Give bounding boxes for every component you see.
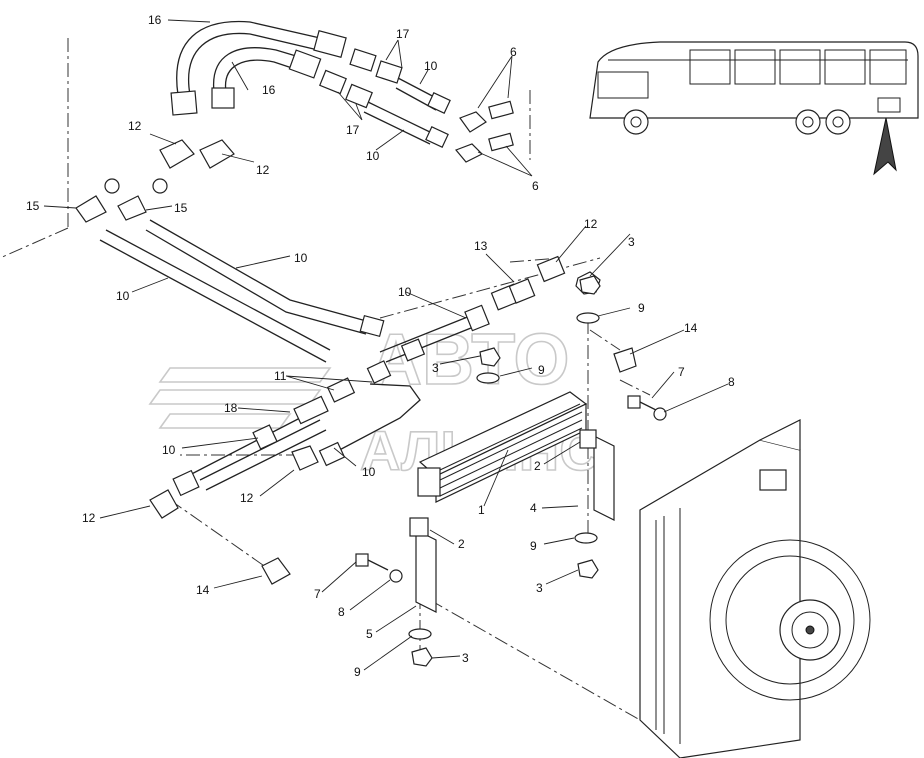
callout-3: 3 [462, 651, 469, 665]
hose-16-right [211, 47, 322, 109]
callout-10: 10 [162, 443, 176, 457]
callout-3: 3 [432, 361, 439, 375]
callout-10: 10 [366, 149, 380, 163]
callout-14: 14 [684, 321, 698, 335]
callout-10: 10 [116, 289, 130, 303]
location-arrow-icon [873, 117, 897, 176]
elbows-upper-left [75, 139, 235, 223]
callout-18: 18 [224, 401, 238, 415]
callout-8: 8 [338, 605, 345, 619]
callout-10: 10 [398, 285, 412, 299]
watermark-line1: АВТО [370, 320, 569, 400]
lower-left-assembly [149, 360, 421, 585]
callout-17: 17 [346, 123, 360, 137]
callout-9: 9 [354, 665, 361, 679]
callout-17: 17 [396, 27, 410, 41]
radiator-fan [639, 419, 871, 758]
callout-2: 2 [534, 459, 541, 473]
oil-cooler [417, 391, 588, 503]
callout-14: 14 [196, 583, 210, 597]
callout-9: 9 [530, 539, 537, 553]
callout-6: 6 [532, 179, 539, 193]
callout-6: 6 [510, 45, 517, 59]
callout-labels: 16 16 17 17 10 10 6 6 12 12 15 15 10 10 … [26, 13, 735, 679]
callout-8: 8 [728, 375, 735, 389]
callout-4: 4 [530, 501, 537, 515]
callout-12: 12 [256, 163, 270, 177]
callout-7: 7 [314, 587, 321, 601]
callout-12: 12 [128, 119, 142, 133]
callout-9: 9 [638, 301, 645, 315]
long-pipes [99, 219, 385, 363]
callout-10: 10 [362, 465, 376, 479]
callout-13: 13 [474, 239, 488, 253]
hose-16-left [170, 20, 347, 116]
callout-7: 7 [678, 365, 685, 379]
callout-3: 3 [536, 581, 543, 595]
callout-10: 10 [424, 59, 438, 73]
callout-15: 15 [26, 199, 40, 213]
callout-5: 5 [366, 627, 373, 641]
callout-9: 9 [538, 363, 545, 377]
callout-12: 12 [82, 511, 96, 525]
callout-10: 10 [294, 251, 308, 265]
callout-16: 16 [148, 13, 162, 27]
callout-1: 1 [478, 503, 485, 517]
leader-lines [43, 19, 729, 671]
callout-3: 3 [628, 235, 635, 249]
callout-11: 11 [274, 369, 287, 383]
callout-12: 12 [240, 491, 254, 505]
callout-2: 2 [458, 537, 465, 551]
brackets-hardware [355, 275, 667, 667]
callout-15: 15 [174, 201, 188, 215]
callout-12: 12 [584, 217, 598, 231]
top-fittings [319, 48, 514, 163]
bus-side-view-icon [589, 41, 919, 135]
callout-16: 16 [262, 83, 276, 97]
watermark: АВТО АЛЬЯНС [148, 319, 600, 483]
